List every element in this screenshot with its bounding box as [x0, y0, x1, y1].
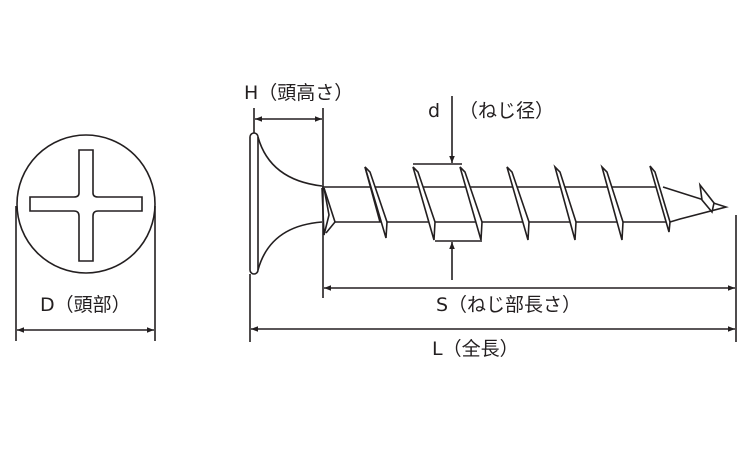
head-diameter-label: D（頭部）: [40, 294, 131, 316]
head-diameter-dimension: [15, 206, 156, 341]
head-height-label: H（頭高さ）: [244, 82, 354, 104]
total-length-dimension: [249, 274, 735, 342]
thread-diameter-label: （ねじ径）: [459, 100, 555, 122]
thread-diameter-dimension: [413, 96, 482, 280]
thread-length-label: S（ねじ部長さ）: [436, 294, 582, 316]
total-length-label: L（全長）: [432, 338, 519, 360]
thread-flights: [364, 164, 671, 241]
screw-head-top-view: [16, 134, 156, 274]
screw-side-view: [249, 132, 729, 275]
head-height-dimension: [253, 108, 324, 298]
thread-diameter-symbol: d: [428, 100, 441, 122]
thread-length-dimension: [324, 215, 737, 342]
